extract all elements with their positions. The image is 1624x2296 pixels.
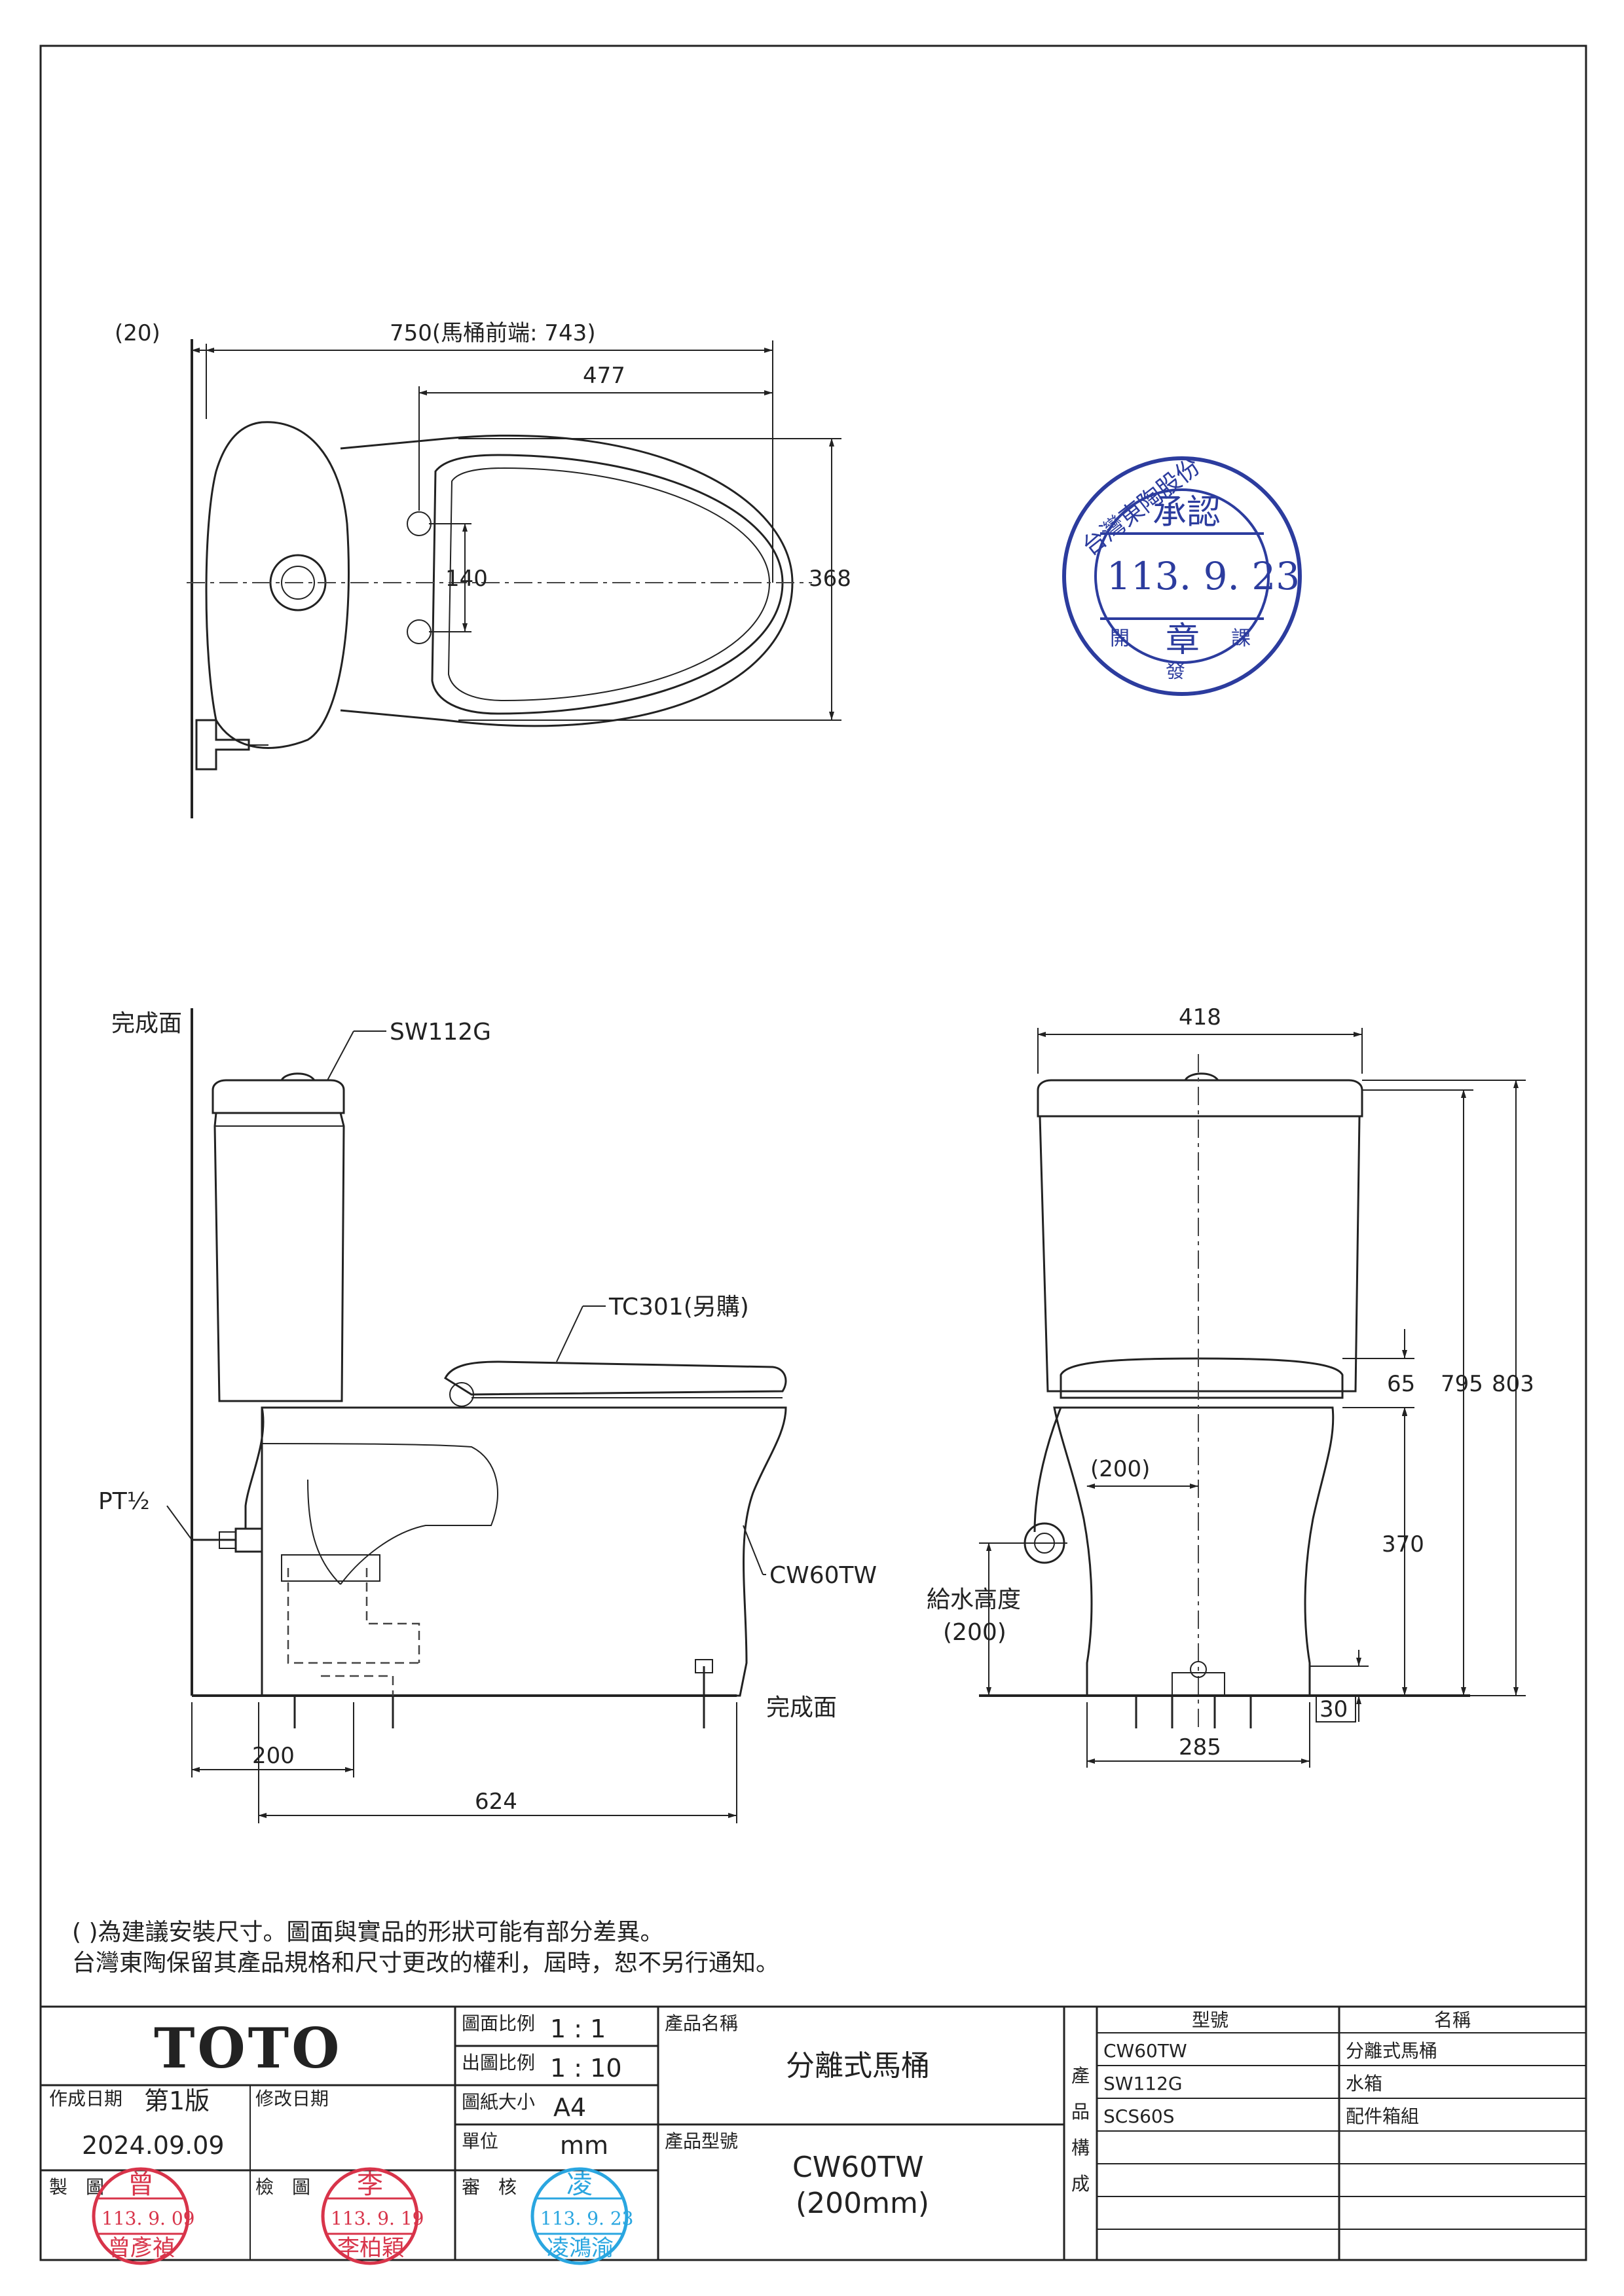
- front-dim-total: 803: [1492, 1371, 1534, 1397]
- front-supply-label: 給水高度: [927, 1586, 1021, 1613]
- stamp-dept-right: 課: [1231, 627, 1251, 650]
- note-line-1: ( )為建議安裝尺寸。圖面與實品的形狀可能有部分差異。: [72, 1919, 664, 1946]
- side-seat-model: TC301(另購): [608, 1294, 749, 1321]
- stamp-dept-left: 開: [1110, 627, 1130, 650]
- part-2-model: SCS60S: [1103, 2105, 1175, 2127]
- reviewed-label: 審 核: [462, 2176, 517, 2198]
- side-dim-depth: 624: [475, 1789, 517, 1815]
- stamp-reviewed-name: 凌鴻渝: [547, 2235, 614, 2261]
- front-dim-seat: 65: [1387, 1371, 1415, 1397]
- composition-label-3: 構: [1071, 2137, 1090, 2159]
- front-tank-lid: [1037, 1079, 1363, 1118]
- stamp-checked-date: 113. 9. 19: [331, 2208, 424, 2229]
- print-scale-label: 出圖比例: [462, 2052, 535, 2073]
- front-dim-bowl: 370: [1382, 1531, 1424, 1558]
- front-view: 418 65 795 803 370 (200) 給水高度 (200) 30 2…: [927, 1004, 1534, 1768]
- col-name: 名稱: [1434, 2009, 1471, 2031]
- composition-label-4: 成: [1071, 2173, 1090, 2195]
- dim-top-hole-spacing: 140: [445, 566, 488, 592]
- unit-value: mm: [560, 2131, 608, 2160]
- drawn-label: 製 圖: [49, 2176, 104, 2198]
- paper-value: A4: [553, 2093, 586, 2122]
- front-supply-hose: [1033, 1407, 1062, 1533]
- front-supply-height: (200): [943, 1619, 1006, 1646]
- side-bowl-outline: [261, 1406, 787, 1697]
- toto-logo: TOTO: [154, 2016, 342, 2081]
- top-view: (20) 750(馬桶前端: 743) 477 140 368: [115, 320, 851, 818]
- stamp-reviewed: 凌 113. 9. 23 凌鴻渝: [530, 2167, 634, 2265]
- front-dim-width: 418: [1179, 1004, 1221, 1030]
- top-hinge-hole-lower: [407, 619, 432, 644]
- edition: 第1版: [144, 2086, 210, 2115]
- top-hinge-hole-upper: [407, 511, 432, 536]
- composition-label-1: 產: [1071, 2065, 1090, 2086]
- top-flush-button-inner: [281, 566, 315, 600]
- stamp-reviewed-char: 凌: [566, 2170, 593, 2200]
- side-view: 完成面 SW112G TC301(另購) PT½: [98, 1008, 877, 1823]
- stamp-drawn-char: 曾: [128, 2170, 154, 2200]
- side-tank-body: [213, 1112, 345, 1402]
- stamp-drawn-name: 曾彥禎: [108, 2235, 175, 2261]
- product-name: 分離式馬桶: [786, 2049, 930, 2083]
- stamp-approve: 承認: [1153, 493, 1221, 532]
- title-block: TOTO 圖面比例 1 : 1 出圖比例 1 : 10 圖紙大小 A4 單位 m…: [39, 2005, 1587, 2265]
- stamp-checked-char: 李: [357, 2170, 383, 2200]
- product-model-sub: (200mm): [796, 2187, 929, 2220]
- front-dim-supply-offset: (200): [1090, 1456, 1150, 1482]
- approval-stamp: 台灣東陶股份 承認 113. 9. 23 章 開 發 課: [1062, 453, 1302, 696]
- dim-top-length: 750(馬桶前端: 743): [390, 320, 596, 346]
- part-0-model: CW60TW: [1103, 2040, 1187, 2062]
- front-bowl-outline: [1053, 1406, 1335, 1697]
- front-dim-foot: 30: [1320, 1696, 1348, 1722]
- stamp-checked: 李 113. 9. 19 李柏穎: [321, 2167, 424, 2265]
- stamp-date: 113. 9. 23: [1107, 554, 1300, 598]
- front-dim-tank: 795: [1441, 1371, 1483, 1397]
- note-line-2: 台灣東陶保留其產品規格和尺寸更改的權利，屆時，恕不另行通知。: [72, 1950, 779, 1977]
- part-1-name: 水箱: [1346, 2073, 1382, 2094]
- stamp-seal: 章: [1166, 621, 1200, 660]
- side-tank-lid: [212, 1079, 345, 1114]
- stamp-drawn-date: 113. 9. 09: [101, 2208, 195, 2229]
- stamp-drawn: 曾 113. 9. 09 曾彥禎: [92, 2167, 195, 2265]
- scale-label: 圖面比例: [462, 2013, 535, 2034]
- stamp-dept-mid: 發: [1166, 660, 1185, 683]
- print-scale-value: 1 : 10: [550, 2054, 622, 2083]
- revised-label: 修改日期: [255, 2088, 329, 2109]
- side-tank-model: SW112G: [390, 1019, 491, 1046]
- side-finish-wall-label: 完成面: [111, 1010, 182, 1037]
- col-model: 型號: [1192, 2009, 1228, 2031]
- dim-top-seat: 477: [583, 363, 625, 389]
- part-2-name: 配件箱組: [1346, 2105, 1419, 2127]
- paper-label: 圖紙大小: [462, 2091, 535, 2113]
- top-supply-valve: [195, 719, 250, 771]
- side-pt-label: PT½: [98, 1488, 150, 1515]
- stamp-reviewed-date: 113. 9. 23: [540, 2208, 634, 2229]
- front-tank-body: [1039, 1115, 1361, 1393]
- side-bowl-model: CW60TW: [769, 1562, 877, 1589]
- top-bowl-outline: [340, 434, 794, 727]
- created-label: 作成日期: [49, 2088, 122, 2109]
- scale-value: 1 : 1: [550, 2014, 606, 2043]
- dim-top-offset: (20): [115, 320, 160, 346]
- product-name-label: 產品名稱: [665, 2013, 738, 2034]
- side-supply-hose: [244, 1407, 265, 1529]
- side-finish-floor-label: 完成面: [766, 1694, 837, 1721]
- part-1-model: SW112G: [1103, 2073, 1183, 2094]
- front-dim-base: 285: [1179, 1734, 1221, 1760]
- dim-top-width: 368: [809, 566, 851, 592]
- composition-label-2: 品: [1071, 2101, 1090, 2123]
- front-seat: [1060, 1357, 1344, 1399]
- side-hidden-outlet: [287, 1568, 420, 1696]
- top-tank-outline: [205, 421, 350, 749]
- product-model-label: 產品型號: [665, 2130, 738, 2152]
- stamp-checked-name: 李柏穎: [337, 2235, 404, 2261]
- side-seat: [444, 1360, 787, 1396]
- unit-label: 單位: [462, 2130, 498, 2152]
- checked-label: 檢 圖: [255, 2176, 310, 2198]
- product-model: CW60TW: [792, 2151, 924, 2184]
- part-0-name: 分離式馬桶: [1346, 2040, 1437, 2062]
- created-date: 2024.09.09: [82, 2131, 225, 2160]
